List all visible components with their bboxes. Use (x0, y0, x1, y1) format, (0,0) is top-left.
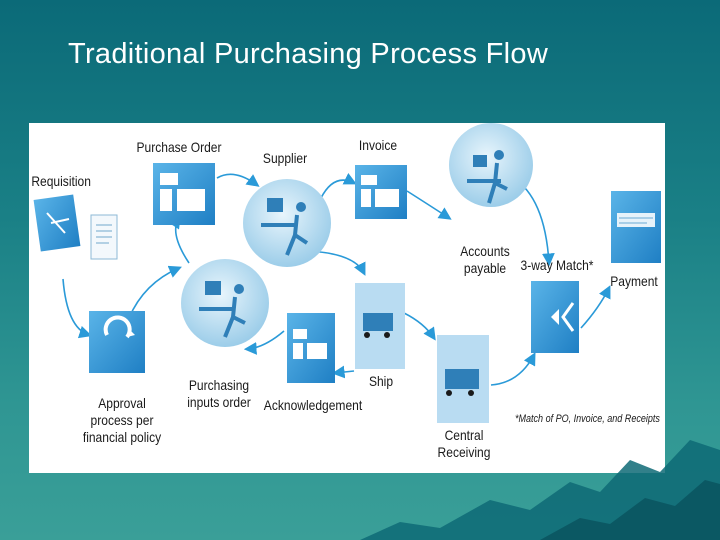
arrow-ship-to-acknowledgement (331, 365, 355, 379)
arrow-central-receiving-to-match (490, 352, 536, 386)
arrow-ship-to-central-receiving (403, 312, 436, 341)
supplier-icon (243, 179, 331, 267)
footnote: *Match of PO, Invoice, and Receipts (515, 413, 660, 425)
label-accounts-payable: Accounts payable (460, 243, 510, 276)
arrow-requisition-to-approval (62, 278, 93, 339)
arrow-acknowledgement-to-purchasing (243, 330, 285, 355)
accounts-payable-icon (449, 123, 533, 207)
acknowledgement-icon (287, 313, 335, 383)
label-central-receiving: Central Receiving (437, 427, 491, 460)
approval-icon (89, 311, 145, 373)
central-receiving-icon (437, 335, 489, 423)
label-purchasing-inputs: Purchasing inputs order (187, 377, 251, 410)
three-way-match-icon (531, 281, 579, 353)
label-approval: Approval process per financial policy (82, 395, 162, 445)
ship-icon (355, 283, 405, 369)
requisition-icon (33, 194, 118, 260)
purchase-order-icon (153, 163, 215, 225)
process-flow-diagram: Requisition Purchase Order Supplier Invo… (29, 123, 665, 473)
mountain-decoration (360, 440, 720, 540)
diagram-graphics (33, 123, 661, 423)
slide-title: Traditional Purchasing Process Flow (68, 38, 549, 70)
label-acknowledgement: Acknowledgement (263, 397, 363, 413)
label-ship: Ship (368, 373, 394, 389)
arrow-match-to-payment (580, 285, 611, 329)
payment-icon (611, 191, 661, 263)
label-purchase-order: Purchase Order (136, 139, 222, 155)
arrow-purchase-order-to-supplier (216, 173, 260, 187)
arrow-invoice-to-accounts-payable (406, 190, 452, 220)
label-three-way-match: 3-way Match* (520, 257, 594, 273)
label-supplier: Supplier (262, 150, 308, 166)
purchasing-inputs-icon (181, 259, 269, 347)
arrow-approval-to-purchasing (128, 265, 182, 319)
invoice-icon (355, 165, 407, 219)
arrow-supplier-to-invoice (320, 172, 357, 199)
label-payment: Payment (610, 273, 658, 289)
label-invoice: Invoice (358, 137, 398, 153)
label-requisition: Requisition (31, 173, 91, 189)
